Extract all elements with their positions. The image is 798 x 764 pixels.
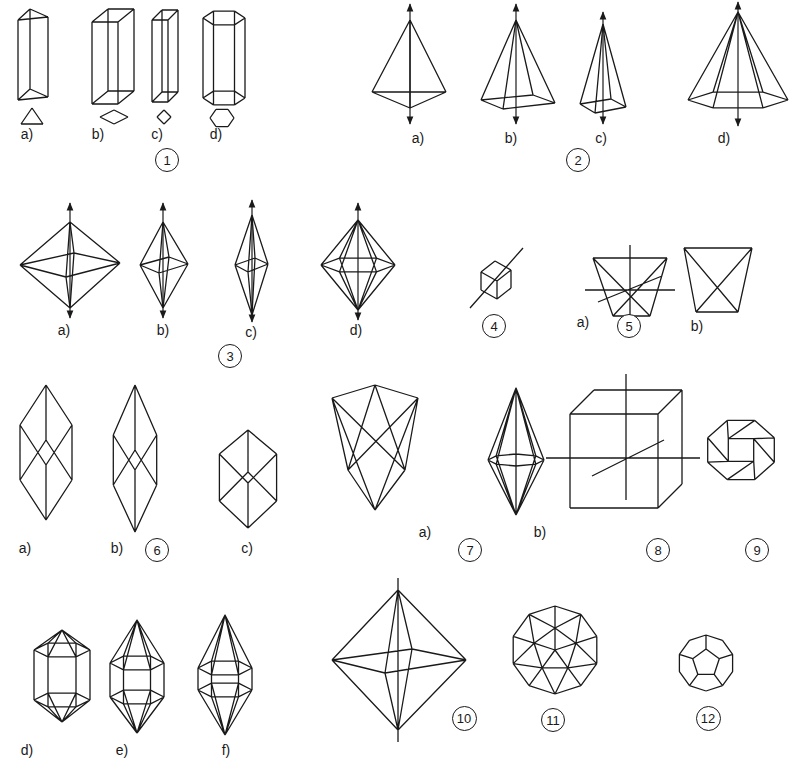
callout-circle: 10 <box>452 706 477 731</box>
crystal-form <box>470 248 523 308</box>
crystal-form <box>210 109 234 126</box>
part-letter: b) <box>505 131 517 145</box>
part-letter: b) <box>92 127 104 141</box>
figure-number: 9 <box>753 544 760 557</box>
figure-number: 7 <box>466 544 473 557</box>
symmetry-axis <box>251 200 252 322</box>
part-letter: d) <box>718 131 730 145</box>
crystal-form <box>708 420 775 479</box>
figure-number: 10 <box>457 712 471 725</box>
part-letter: a) <box>419 525 431 539</box>
crystal-form <box>18 9 48 100</box>
crystal-form <box>332 578 466 742</box>
crystal-form <box>198 615 252 735</box>
part-letter: d) <box>350 323 362 337</box>
part-letter: a) <box>21 127 33 141</box>
crystal-form <box>157 110 171 124</box>
part-letter: b) <box>111 541 123 555</box>
figure-number: 12 <box>701 712 715 725</box>
part-letter: c) <box>245 325 257 339</box>
crystal-form <box>20 385 72 520</box>
symmetry-axis <box>737 2 738 126</box>
figure-number: 3 <box>226 350 233 363</box>
symmetry-axis <box>69 203 70 318</box>
callout-circle: 5 <box>617 314 641 338</box>
callout-circle: 11 <box>541 708 565 732</box>
callout-circle: 3 <box>218 344 242 368</box>
crystal-form <box>684 248 752 312</box>
crystal-form <box>679 635 732 691</box>
crystal-form <box>21 108 43 124</box>
part-letter: b) <box>534 525 546 539</box>
part-letter: d) <box>210 127 222 141</box>
part-letter: f) <box>222 743 231 757</box>
crystal-form <box>546 374 700 508</box>
figure-number: 11 <box>546 714 560 727</box>
part-letter: b) <box>691 319 703 333</box>
figure-number: 1 <box>163 154 170 167</box>
crystal-form <box>203 11 245 105</box>
figure-number: 5 <box>625 320 632 333</box>
part-letter: c) <box>241 541 253 555</box>
figure-number: 2 <box>574 154 581 167</box>
part-letter: e) <box>116 743 128 757</box>
callout-circle: 6 <box>145 538 169 562</box>
callout-circle: 1 <box>155 148 179 172</box>
crystal-form <box>332 385 418 510</box>
crystal-form <box>92 9 134 104</box>
crystal-form <box>140 222 188 308</box>
symmetry-axis <box>515 4 516 124</box>
symmetry-axis <box>602 12 603 124</box>
part-letter: d) <box>21 743 33 757</box>
callout-circle: 2 <box>566 148 590 172</box>
part-letter: a) <box>412 131 424 145</box>
part-letter: a) <box>19 541 31 555</box>
crystal-form <box>481 20 555 109</box>
crystal-form <box>110 620 164 733</box>
part-letter: a) <box>577 315 589 329</box>
crystal-form <box>113 385 156 532</box>
crystal-form <box>34 630 90 722</box>
figure-number: 4 <box>490 320 497 333</box>
part-letter: c) <box>151 127 163 141</box>
part-letter: a) <box>58 323 70 337</box>
callout-circle: 9 <box>745 538 769 562</box>
crystal-form <box>372 20 446 108</box>
figure-number: 8 <box>654 544 661 557</box>
figure-number: 6 <box>153 544 160 557</box>
callout-circle: 12 <box>696 706 721 731</box>
part-letter: b) <box>157 323 169 337</box>
symmetry-axis <box>162 203 163 318</box>
callout-circle: 4 <box>482 314 506 338</box>
part-letter: c) <box>595 131 607 145</box>
callout-circle: 7 <box>458 538 482 562</box>
crystal-form <box>100 110 128 124</box>
crystal-form <box>488 388 544 515</box>
symmetry-axis <box>409 4 410 124</box>
crystal-form <box>219 430 276 528</box>
symmetry-axis <box>357 203 358 320</box>
crystal-form <box>513 606 597 694</box>
crystal-form <box>152 10 178 102</box>
callout-circle: 8 <box>646 538 670 562</box>
